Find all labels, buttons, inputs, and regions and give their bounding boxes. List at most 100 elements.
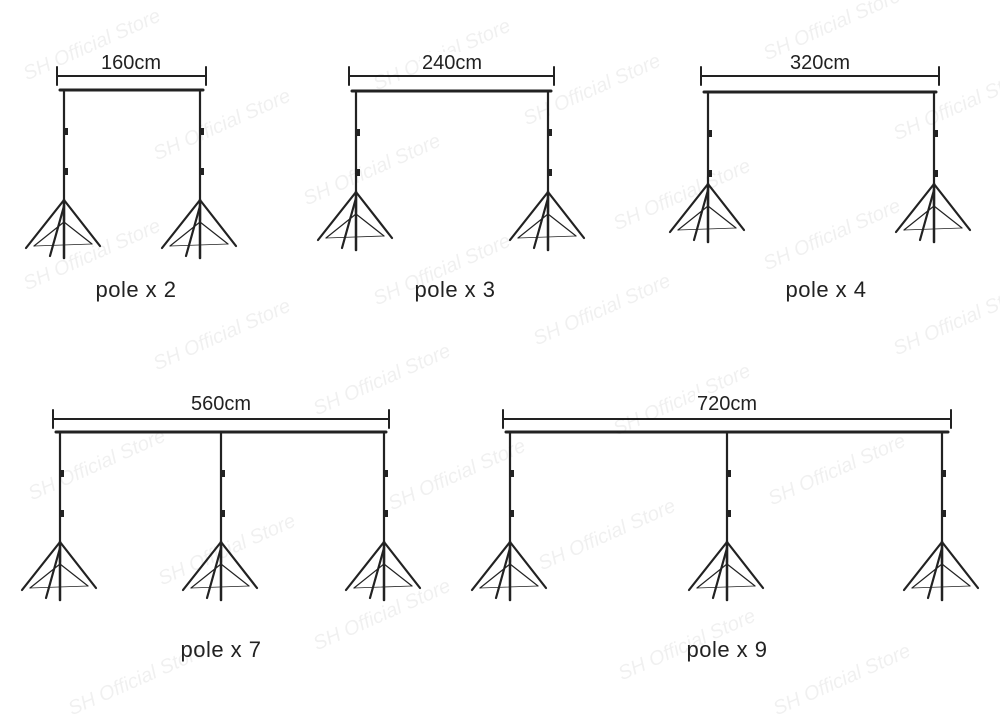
setup-320-stand-2-clamp bbox=[933, 130, 938, 137]
setup-560-stand-2-leg bbox=[205, 546, 223, 600]
pole-count-label-9: pole x 9 bbox=[686, 637, 768, 662]
setup-720-stand-2-clamp bbox=[726, 470, 731, 477]
setup-240-stand-2-leg bbox=[532, 196, 550, 250]
setup-320-stand-2-leg bbox=[918, 188, 936, 242]
width-label-320: 320cm bbox=[787, 52, 853, 74]
setup-720-stand-2-leg bbox=[711, 546, 729, 600]
setup-560-stand-1-clamp bbox=[59, 470, 64, 477]
setup-720-stand-3-clamp bbox=[941, 510, 946, 517]
setup-240-stand-1-brace bbox=[325, 235, 385, 239]
width-label-240: 240cm bbox=[419, 52, 485, 74]
setup-240-stand-1-clamp bbox=[355, 169, 360, 176]
setup-160-stand-2-clamp bbox=[199, 168, 204, 175]
setup-240-stand-1-leg bbox=[354, 190, 394, 240]
setup-160-stand-2-brace bbox=[169, 221, 201, 247]
setup-720-stand-1-leg bbox=[508, 540, 548, 590]
setup-560-stand-1-leg bbox=[58, 540, 98, 590]
setup-240-stand-2-brace bbox=[517, 235, 577, 239]
setup-560-stand-2-leg bbox=[181, 540, 223, 592]
setup-560-stand-2-clamp bbox=[220, 510, 225, 517]
setup-240-stand-2-clamp bbox=[547, 169, 552, 176]
setup-320-stand-2-leg bbox=[932, 182, 972, 232]
width-label-560: 560cm bbox=[188, 393, 254, 415]
setup-720-stand-2-leg bbox=[687, 540, 729, 592]
setup-720-stand-1-clamp bbox=[509, 470, 514, 477]
setup-320-stand-1-brace bbox=[677, 227, 737, 231]
setup-720-stand-1-brace bbox=[479, 585, 539, 589]
setup-560-stand-1-brace bbox=[59, 563, 89, 587]
setup-240-stand-2-leg bbox=[546, 190, 586, 240]
setup-560-stand-3-brace bbox=[383, 563, 413, 587]
setup-720-stand-2-brace bbox=[696, 563, 728, 589]
setup-240-stand-2-clamp bbox=[547, 129, 552, 136]
setup-560-stand-3-leg bbox=[368, 546, 386, 600]
setup-160-stand-2-leg bbox=[160, 198, 202, 250]
setup-160-stand-1-brace bbox=[33, 221, 65, 247]
setup-720-stand-2-brace bbox=[726, 563, 756, 587]
setup-240-stand-2-brace bbox=[547, 213, 577, 237]
setup-160-stand-1-brace bbox=[33, 243, 93, 247]
setup-240-stand-1-leg bbox=[316, 190, 358, 242]
setup-240-stand-1-brace bbox=[325, 213, 357, 239]
setup-560-stand-2-brace bbox=[190, 563, 222, 589]
setup-560-stand-1-leg bbox=[20, 540, 62, 592]
setup-720-stand-3-leg bbox=[902, 540, 944, 592]
setup-720-stand-3-brace bbox=[911, 585, 971, 589]
pole-count-label-4: pole x 4 bbox=[785, 277, 867, 302]
setup-560-stand-1-clamp bbox=[59, 510, 64, 517]
setup-320-stand-1-clamp bbox=[707, 130, 712, 137]
setup-560-stand-2-leg bbox=[219, 540, 259, 590]
setup-240-stand-2-leg bbox=[508, 190, 550, 242]
setup-160-stand-1-clamp bbox=[63, 168, 68, 175]
setup-560-stand-3-leg bbox=[382, 540, 422, 590]
setup-320-stand-2-clamp bbox=[933, 170, 938, 177]
setup-720-stand-3-brace bbox=[911, 563, 943, 589]
setup-720-stand-2-leg bbox=[725, 540, 765, 590]
setup-720-stand-3-leg bbox=[926, 546, 944, 600]
setup-160-stand-1-leg bbox=[24, 198, 66, 250]
setup-160-stand-2-leg bbox=[198, 198, 238, 248]
setup-560-stand-3-clamp bbox=[383, 510, 388, 517]
setup-160-stand-2-leg bbox=[184, 204, 202, 258]
setup-720-stand-3-brace bbox=[941, 563, 971, 587]
setup-720-stand-1-brace bbox=[479, 563, 511, 589]
setup-560-stand-2-clamp bbox=[220, 470, 225, 477]
pole-count-label-3: pole x 3 bbox=[414, 277, 496, 302]
setup-320-stand-1-leg bbox=[668, 182, 710, 234]
setup-160-stand-1-brace bbox=[63, 221, 93, 245]
setup-560-stand-2-brace bbox=[220, 563, 250, 587]
setup-320-stand-1-brace bbox=[677, 205, 709, 231]
setup-560-stand-3-brace bbox=[353, 563, 385, 589]
setup-240-stand-1-leg bbox=[340, 196, 358, 250]
setup-160-stand-2-brace bbox=[199, 221, 229, 245]
setup-720-stand-3-clamp bbox=[941, 470, 946, 477]
setup-560-stand-3-brace bbox=[353, 585, 413, 589]
pole-count-label-2: pole x 2 bbox=[95, 277, 177, 302]
setup-560-stand-3-clamp bbox=[383, 470, 388, 477]
setup-560-stand-1-leg bbox=[44, 546, 62, 600]
setup-720-stand-2-brace bbox=[696, 585, 756, 589]
setup-240-stand-1-brace bbox=[355, 213, 385, 237]
setup-560-stand-1-brace bbox=[29, 585, 89, 589]
setup-160-stand-1-leg bbox=[62, 198, 102, 248]
setup-560-stand-3-leg bbox=[344, 540, 386, 592]
width-label-160: 160cm bbox=[98, 52, 164, 74]
pole-count-label-7: pole x 7 bbox=[180, 637, 262, 662]
setup-160-stand-1-leg bbox=[48, 204, 66, 258]
setup-560-stand-1-brace bbox=[29, 563, 61, 589]
setup-720-stand-1-clamp bbox=[509, 510, 514, 517]
setup-160-stand-1-clamp bbox=[63, 128, 68, 135]
setup-320-stand-2-brace bbox=[903, 227, 963, 231]
setup-720-stand-1-leg bbox=[494, 546, 512, 600]
setup-320-stand-1-leg bbox=[692, 188, 710, 242]
setup-320-stand-2-brace bbox=[933, 205, 963, 229]
setup-160-stand-2-brace bbox=[169, 243, 229, 247]
setup-320-stand-2-brace bbox=[903, 205, 935, 231]
setup-320-stand-1-brace bbox=[707, 205, 737, 229]
setup-720-stand-2-clamp bbox=[726, 510, 731, 517]
setup-720-stand-3-leg bbox=[940, 540, 980, 590]
setup-240-stand-1-clamp bbox=[355, 129, 360, 136]
setup-720-stand-1-brace bbox=[509, 563, 539, 587]
